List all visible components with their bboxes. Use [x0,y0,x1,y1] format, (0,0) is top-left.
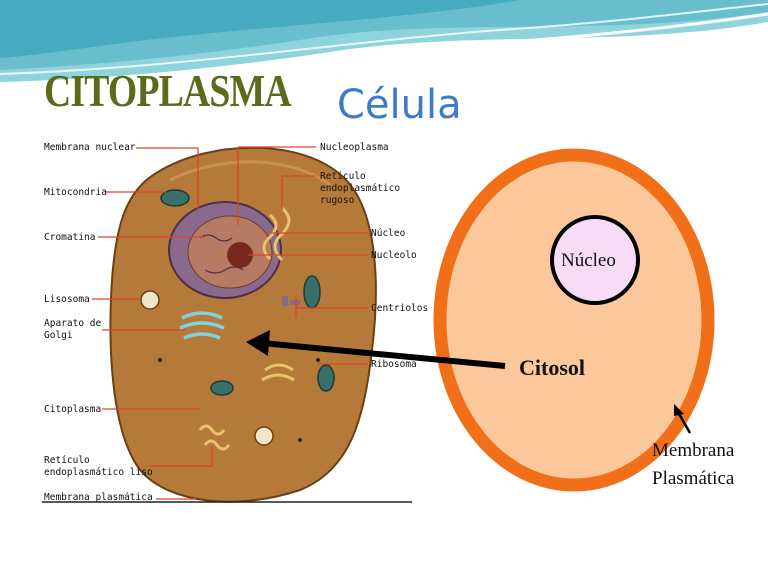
label-rough-er-line1: Retículo [320,171,366,182]
label-golgi-line2: Golgi [44,330,73,341]
citosol-label: Citosol [519,355,585,380]
lysosome [140,290,160,310]
label-rough-er-line2: endoplasmático [320,183,401,194]
label-cytoplasm: Citoplasma [44,404,102,415]
slide-title: CITOPLASMA [44,65,292,116]
slide-subtitle: Célula [337,82,462,128]
label-mitochondria: Mitocondria [44,187,107,198]
label-centrioles: Centriolos [371,303,429,314]
nucleus-label: Núcleo [561,250,616,271]
label-nuclear-membrane: Membrana nuclear [44,142,136,153]
centriole [282,296,288,306]
label-golgi-line1: Aparato de [44,318,102,329]
nucleus-circle [550,215,640,305]
label-plasma-membrane: Membrana plasmática [44,492,153,503]
label-rough-er-line3: rugoso [320,195,355,206]
label-ribosome: Ribosoma [371,359,417,370]
membrane-label-line1: Membrana [652,440,735,461]
nucleolus [227,242,253,268]
label-nucleoplasm: Nucleoplasma [320,142,389,153]
mitochondrion [160,189,190,207]
label-smooth-er-line2: endoplasmático liso [44,467,153,478]
plasma-membrane [433,148,715,492]
label-chromatin: Cromatina [44,232,96,243]
label-smooth-er-line1: Retículo [44,455,90,466]
membrane-label-line2: Plasmática [652,468,735,489]
label-lysosome: Lisosoma [44,294,90,305]
golgi-apparatus [179,311,225,340]
citosol-arrowhead [246,330,270,356]
label-nucleolus: Nucleolo [371,250,417,261]
label-nucleus: Núcleo [371,228,406,239]
header-waves [0,0,768,88]
